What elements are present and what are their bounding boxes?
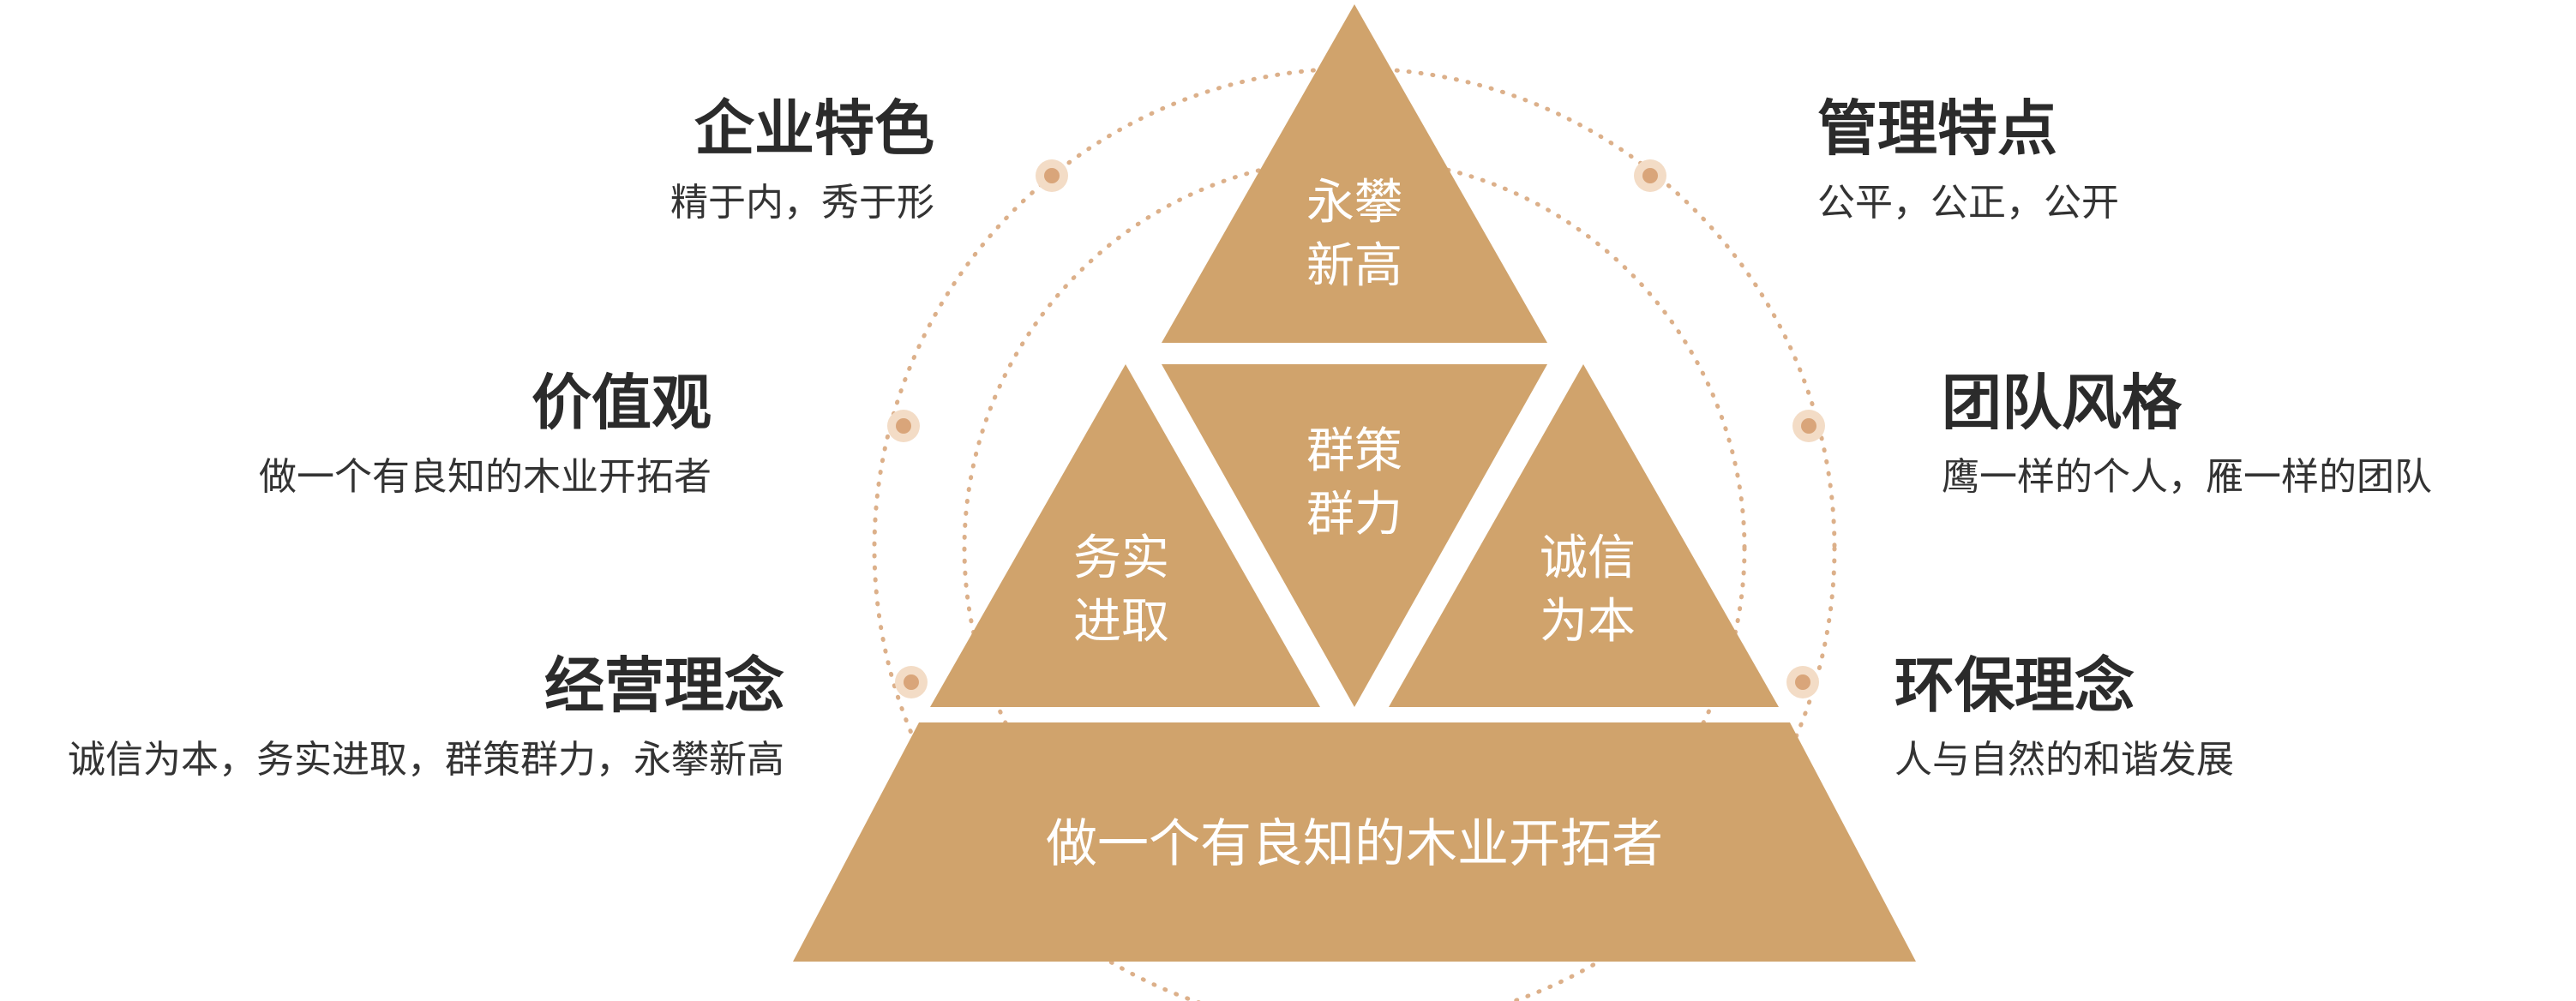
left-label-desc: 诚信为本，务实进取，群策群力，永攀新高 bbox=[68, 738, 784, 782]
left-label-desc: 精于内，秀于形 bbox=[670, 181, 934, 225]
center-inverted-triangle bbox=[1162, 364, 1547, 707]
right-label-title: 管理特点 bbox=[1817, 93, 2057, 164]
right-label-environment: 环保理念 人与自然的和谐发展 bbox=[1894, 656, 2234, 779]
center-triangle-line1: 群策 bbox=[1306, 423, 1402, 479]
left-label-company-feature: 企业特色 精于内，秀于形 bbox=[670, 99, 934, 222]
left-label-values: 价值观 做一个有良知的木业开拓者 bbox=[259, 373, 712, 496]
top-triangle-text: 永攀 新高 bbox=[1269, 171, 1440, 298]
left-triangle-text: 务实 进取 bbox=[1036, 527, 1207, 654]
top-triangle bbox=[1162, 4, 1547, 343]
top-triangle-line1: 永攀 bbox=[1306, 175, 1402, 231]
left-triangle bbox=[930, 364, 1320, 707]
left-label-title: 价值观 bbox=[531, 368, 712, 438]
left-triangle-line1: 务实 bbox=[1073, 530, 1169, 586]
ring-marker-bottom-right bbox=[1786, 666, 1819, 698]
ring-marker-bottom-left bbox=[895, 666, 928, 698]
left-label-title: 经营理念 bbox=[544, 650, 784, 721]
right-triangle-line1: 诚信 bbox=[1540, 530, 1636, 586]
right-label-management: 管理特点 公平，公正，公开 bbox=[1817, 99, 2119, 222]
ring-marker-mid-left bbox=[887, 410, 920, 442]
base-text: 做一个有良知的木业开拓者 bbox=[1046, 814, 1663, 874]
left-label-desc: 做一个有良知的木业开拓者 bbox=[259, 455, 712, 499]
right-triangle bbox=[1389, 364, 1779, 707]
right-label-team-style: 团队风格 鹰一样的个人，雁一样的团队 bbox=[1942, 373, 2432, 496]
outer-dotted-ring bbox=[872, 66, 1837, 1001]
left-triangle-line2: 进取 bbox=[1073, 594, 1169, 650]
right-label-desc: 公平，公正，公开 bbox=[1817, 181, 2119, 225]
top-triangle-line2: 新高 bbox=[1306, 238, 1402, 294]
right-label-desc: 鹰一样的个人，雁一样的团队 bbox=[1942, 455, 2432, 499]
right-label-title: 团队风格 bbox=[1942, 368, 2182, 438]
right-triangle-text: 诚信 为本 bbox=[1502, 527, 1673, 654]
ring-marker-top-left bbox=[1036, 159, 1068, 192]
ring-marker-mid-right bbox=[1792, 410, 1825, 442]
center-triangle-line2: 群力 bbox=[1306, 487, 1402, 542]
right-label-title: 环保理念 bbox=[1894, 650, 2135, 721]
left-label-business-philosophy: 经营理念 诚信为本，务实进取，群策群力，永攀新高 bbox=[68, 656, 784, 779]
center-triangle-text: 群策 群力 bbox=[1269, 420, 1440, 547]
base-trapezoid bbox=[793, 722, 1916, 962]
ring-marker-top-right bbox=[1634, 159, 1666, 192]
right-triangle-line2: 为本 bbox=[1540, 594, 1636, 650]
right-label-desc: 人与自然的和谐发展 bbox=[1894, 738, 2234, 782]
left-label-title: 企业特色 bbox=[694, 93, 934, 164]
